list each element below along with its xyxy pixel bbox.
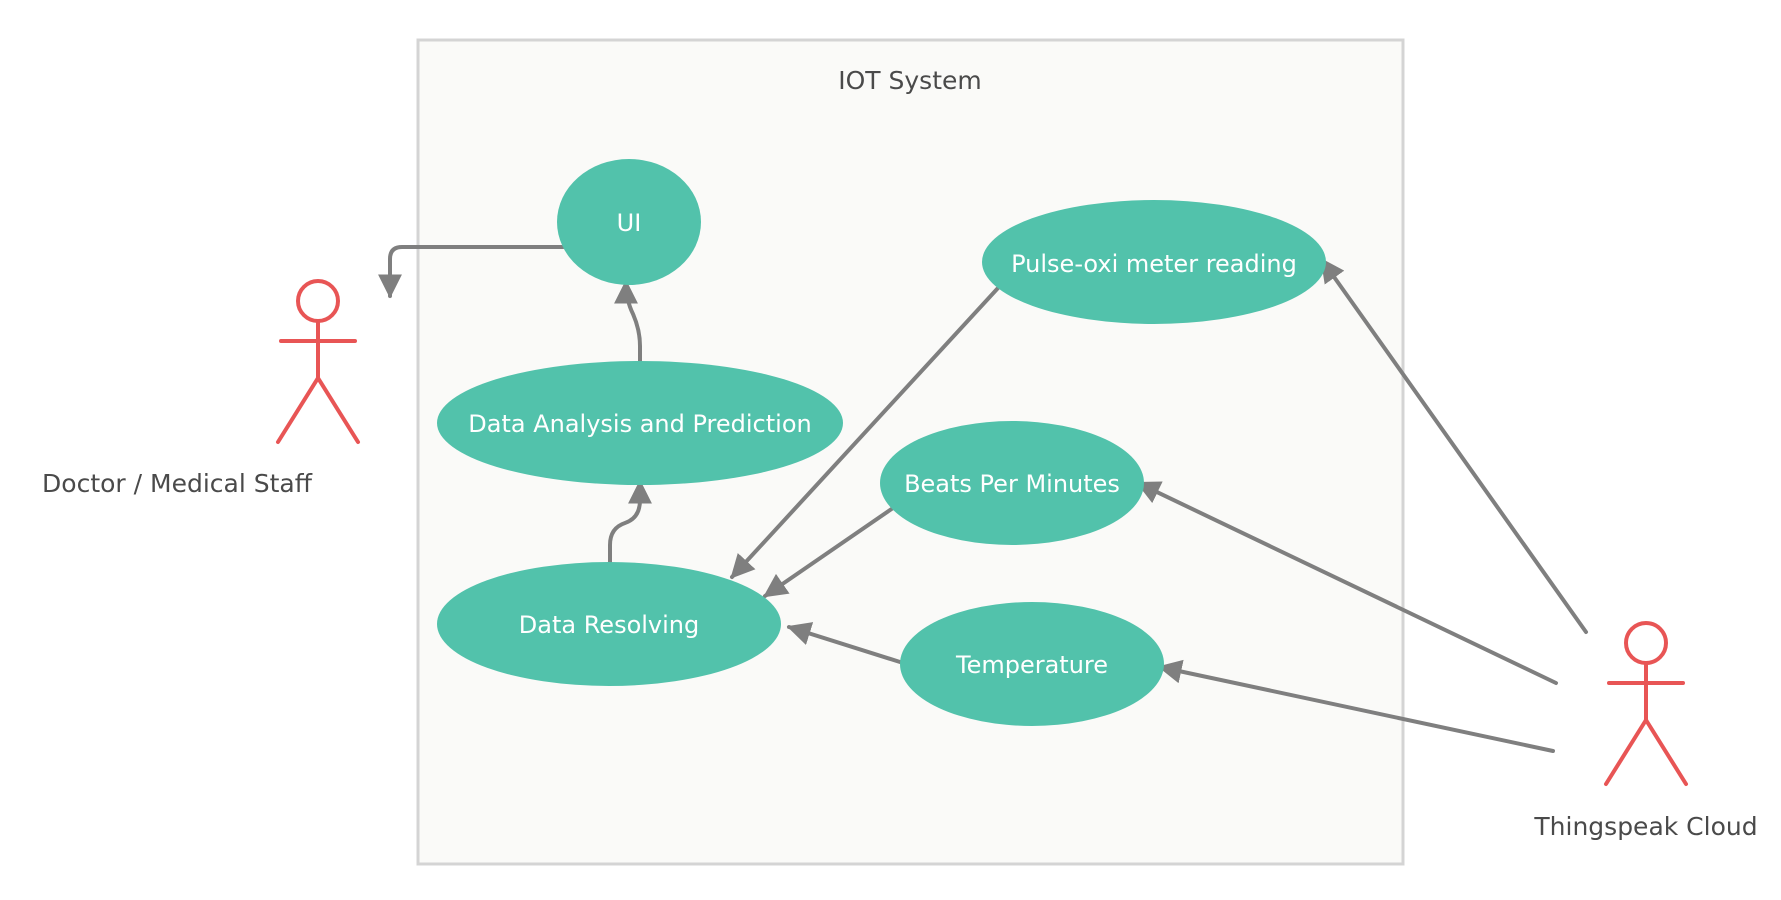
connector-cloud-to-bpm	[1135, 481, 1558, 685]
use-case-temperature[interactable]: Temperature	[900, 602, 1164, 726]
actor-doctor-head	[296, 279, 340, 323]
connector-cloud-to-temperature	[1157, 659, 1555, 753]
actor-thingspeak-cloud[interactable]	[1604, 621, 1688, 786]
connector-resolving-to-analysis	[608, 479, 652, 564]
use-case-beats-per-minute-label: Beats Per Minutes	[904, 470, 1120, 498]
use-case-ui[interactable]: UI	[557, 159, 701, 285]
actor-cloud-head	[1624, 621, 1668, 665]
use-case-ui-label: UI	[617, 209, 642, 237]
use-case-data-analysis[interactable]: Data Analysis and Prediction	[437, 361, 843, 485]
use-case-pulse-oxi[interactable]: Pulse-oxi meter reading	[982, 200, 1326, 324]
connector-cloud-to-pulse	[1320, 258, 1588, 634]
connector-bpm-to-resolving	[763, 506, 895, 598]
actor-doctor-label: Doctor / Medical Staff	[42, 469, 313, 498]
use-case-beats-per-minute[interactable]: Beats Per Minutes	[880, 421, 1144, 545]
connector-pulse-to-resolving	[730, 286, 1000, 579]
use-case-data-analysis-label: Data Analysis and Prediction	[468, 410, 811, 438]
use-case-temperature-label: Temperature	[955, 651, 1108, 679]
connectors	[378, 245, 1588, 753]
actor-cloud-label: Thingspeak Cloud	[1533, 812, 1757, 841]
use-case-data-resolving[interactable]: Data Resolving	[437, 562, 781, 686]
system-title: IOT System	[838, 66, 982, 95]
actor-doctor[interactable]	[276, 279, 360, 444]
connector-analysis-to-ui	[614, 279, 642, 364]
connector-temperature-to-resolving	[786, 622, 902, 664]
use-case-data-resolving-label: Data Resolving	[519, 611, 699, 639]
use-case-pulse-oxi-label: Pulse-oxi meter reading	[1011, 250, 1297, 278]
connector-ui-to-doctor	[378, 245, 565, 299]
